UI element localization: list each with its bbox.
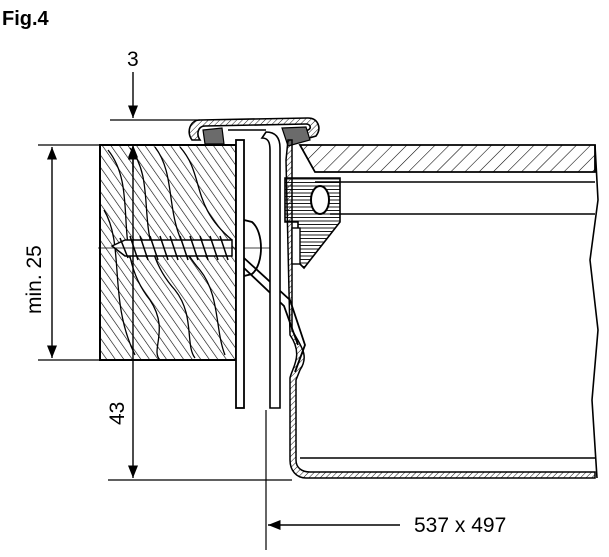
dimension-min-thickness: min. 25	[23, 147, 58, 358]
seal-left	[202, 127, 225, 145]
seal-right	[281, 126, 311, 147]
dim-gap-label: 3	[127, 48, 139, 71]
hob-body	[284, 139, 599, 479]
dimension-cutout: 537 x 497	[265, 410, 506, 550]
dim-depth-label: 43	[106, 402, 129, 425]
dim-min-thickness-label: min. 25	[23, 245, 46, 314]
dimension-depth: 43	[106, 145, 292, 481]
figure-label: Fig.4	[2, 8, 50, 30]
dim-cutout-label: 537 x 497	[414, 514, 506, 537]
